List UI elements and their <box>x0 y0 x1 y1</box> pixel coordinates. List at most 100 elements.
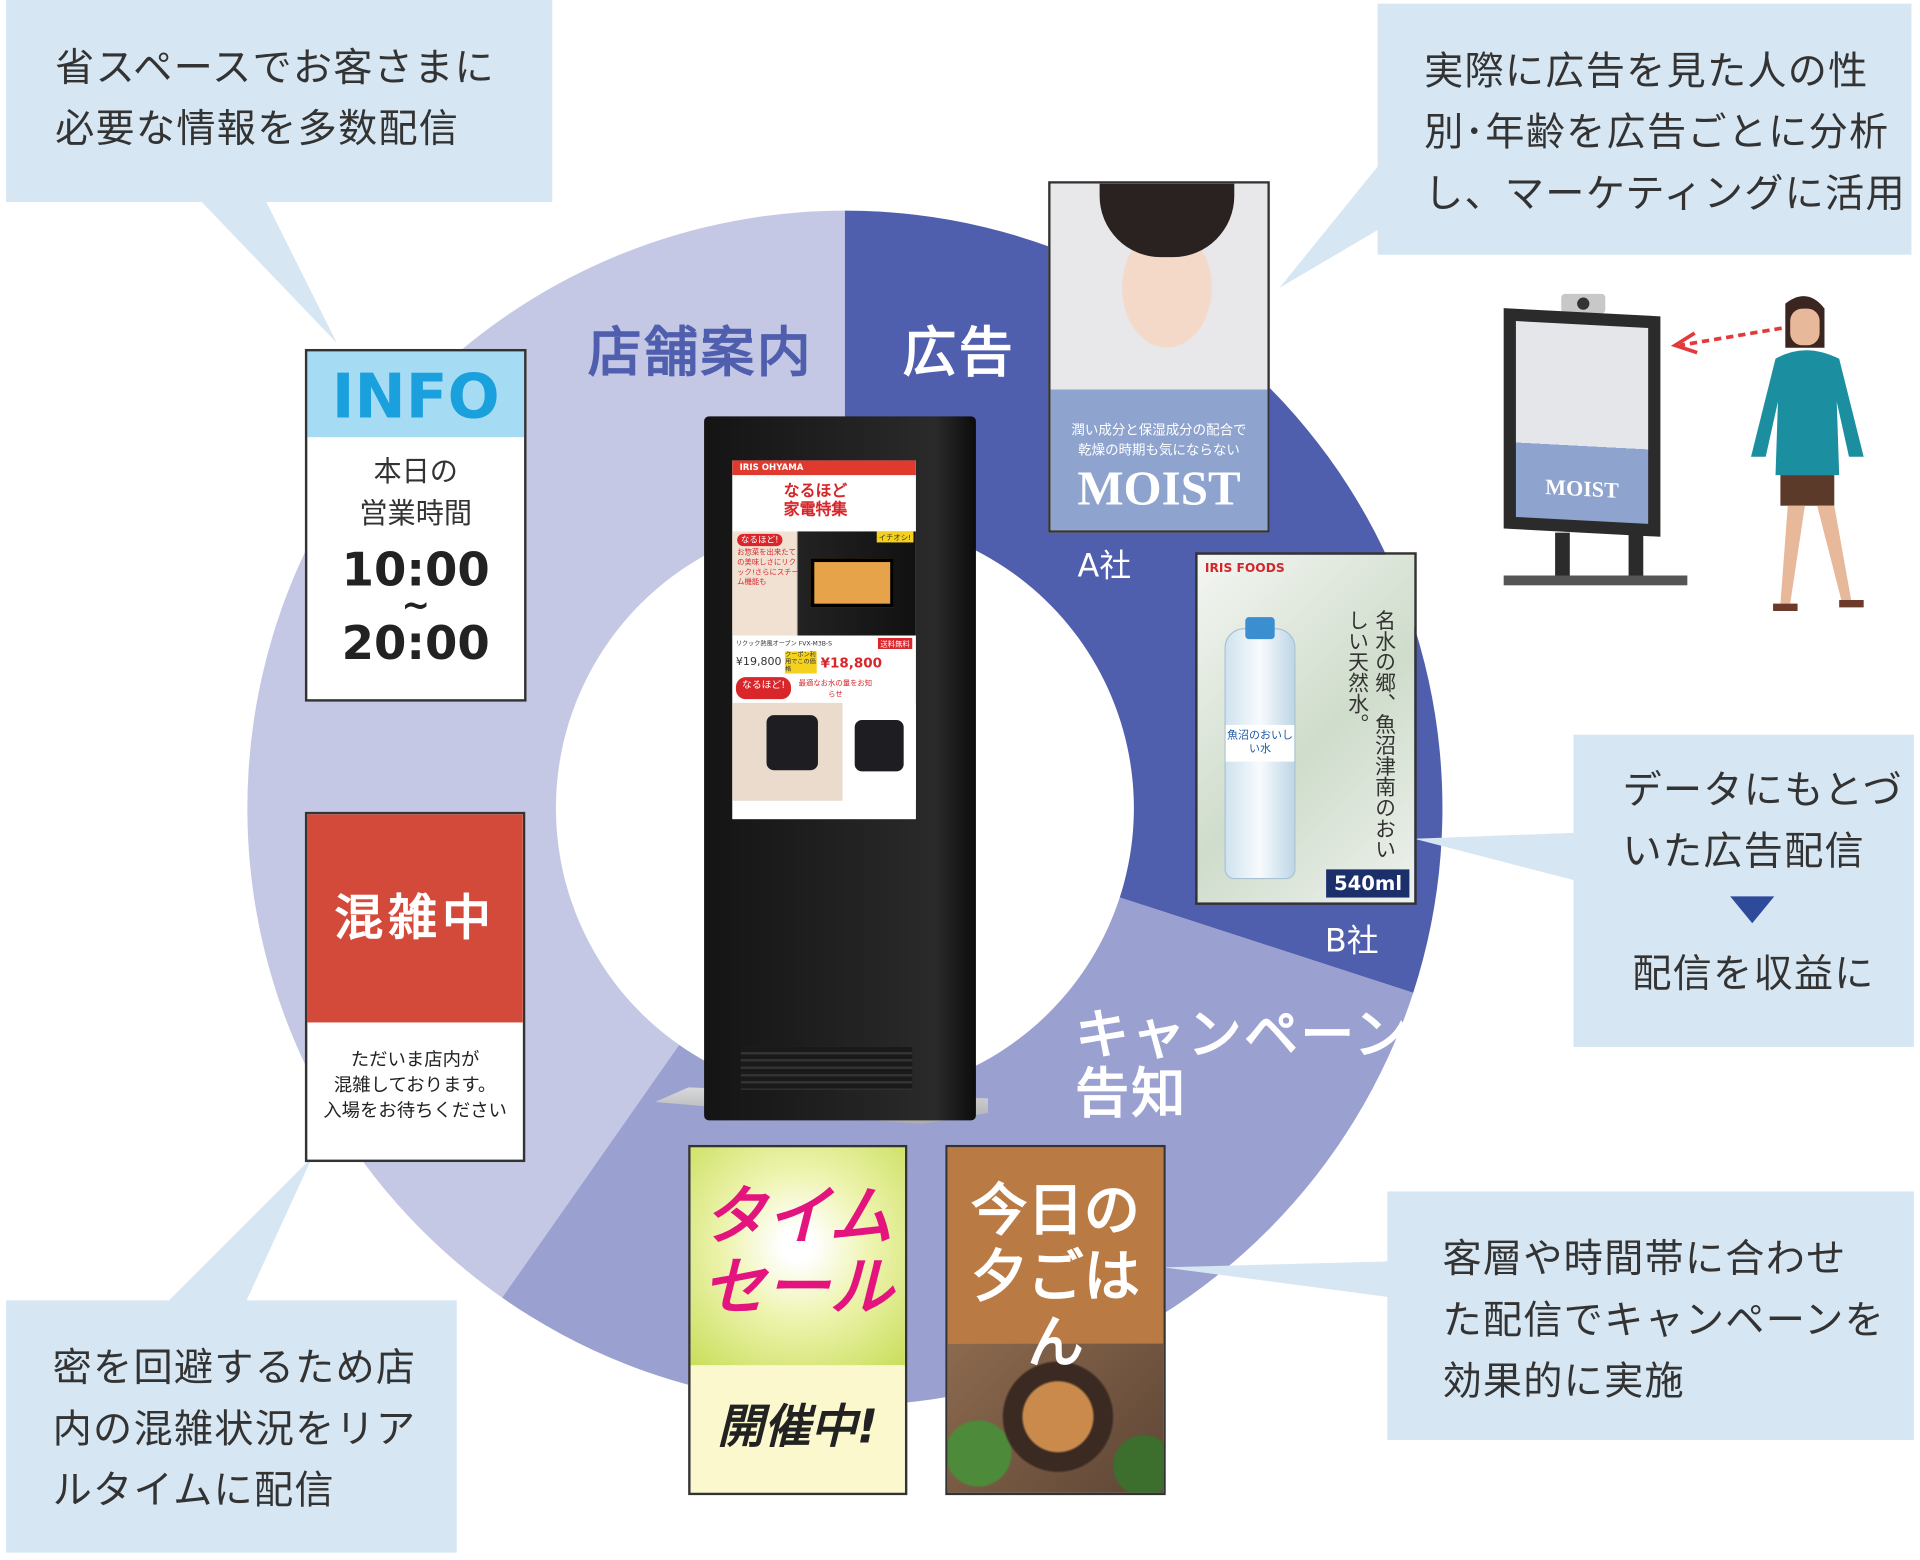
segment-label-store: 店舗案内 <box>587 322 814 385</box>
cooker-1 <box>766 715 818 771</box>
info-label: 本日の 営業時間 <box>307 452 524 535</box>
crowd-message: ただいま店内が 混雑しております。 入場をお待ちください <box>307 1047 523 1124</box>
callout-text: 実際に広告を見た人の性 <box>1424 47 1869 95</box>
screen-badge: なるほど! <box>737 533 783 547</box>
brand-moist: MOIST <box>1077 460 1241 516</box>
ad-b-card: IRIS FOODS 魚沼のおいしい水 名水の郷、魚沼津南のおいしい天然水。 5… <box>1195 552 1417 905</box>
close-time: 20:00 <box>341 615 490 670</box>
headline-line: なるほど <box>783 482 848 501</box>
ad-a-caption: 潤い成分と保湿成分の配合で 乾燥の時期も気にならない MOIST <box>1050 389 1268 531</box>
callout-text: た配信でキャンペーンを <box>1442 1296 1885 1344</box>
business-hours: 10:00 ~ 20:00 <box>307 542 524 670</box>
tail-top-right <box>1279 159 1384 288</box>
oven-window <box>810 558 894 608</box>
segment-label-campaign: キャンペーン 告知 <box>1075 1004 1411 1126</box>
camera-lens <box>1577 297 1590 310</box>
callout-text: し、マーケティングに活用 <box>1424 170 1906 217</box>
screen-headline: なるほど 家電特集 <box>732 475 916 519</box>
oven-photo: なるほど! お惣菜を出来たての美味しさにリクック!さらにスチーム機能も イチオシ… <box>732 531 916 636</box>
company-b-label: B社 <box>1324 923 1379 961</box>
time-sale-status: 開催中! <box>690 1365 905 1493</box>
company-a-label: A社 <box>1077 548 1132 586</box>
kiosk-vent <box>740 1046 913 1090</box>
screen-copy: お惣菜を出来たての美味しさにリクック!さらにスチーム機能も <box>737 548 799 587</box>
callout-text: 効果的に実施 <box>1442 1357 1685 1405</box>
price-sale: ¥18,800 <box>820 654 883 671</box>
mini-monitor: MOIST <box>1503 308 1661 537</box>
price-regular: ¥19,800 <box>735 656 782 669</box>
kiosk-body: IRIS OHYAMA なるほど 家電特集 なるほど! お惣菜を出来たての美味し… <box>704 416 976 1121</box>
person-illustration <box>1751 296 1864 612</box>
gaze-arrow-icon <box>1670 326 1782 355</box>
dinner-card: 今日の 夕ごはん <box>945 1144 1166 1496</box>
monitor-leg <box>1555 532 1570 582</box>
rice-cooker-photo <box>732 702 916 801</box>
tilde: ~ <box>401 585 431 626</box>
camera-icon <box>1561 293 1606 314</box>
callout-text: 配信を収益に <box>1632 950 1875 997</box>
info-card: INFO 本日の 営業時間 10:00 ~ 20:00 <box>304 348 527 702</box>
callout-text: 別･年齢を広告ごとに分析 <box>1424 108 1890 156</box>
ad-b-tagline: 名水の郷、魚沼津南のおいしい天然水。 <box>1343 609 1395 860</box>
down-triangle-icon <box>1730 896 1775 924</box>
crowd-line: ただいま店内が <box>350 1048 480 1071</box>
screen-prices: ¥19,800 クーポン利用でこの価格 ¥18,800 <box>732 651 916 674</box>
segment-label-ad: 広告 <box>902 322 1016 385</box>
crowd-line: 入場をお待ちください <box>323 1099 507 1122</box>
info-line: 本日の <box>373 456 458 489</box>
callout-text: データにもとづ <box>1622 766 1903 814</box>
callout-bottom-right: 客層や時間帯に合わせ た配信でキャンペーンを 効果的に実施 <box>1387 1191 1914 1441</box>
callout-text: いた広告配信 <box>1622 827 1865 875</box>
cooker-2 <box>854 720 904 772</box>
segment-label-line: キャンペーン <box>1075 1004 1411 1067</box>
ad-a-card: 潤い成分と保湿成分の配合で 乾燥の時期も気にならない MOIST <box>1048 181 1270 533</box>
monitor-stand <box>1503 575 1688 586</box>
free-shipping-badge: 送料無料 <box>877 637 913 649</box>
model-photo <box>1050 183 1268 390</box>
screen-row2: なるほど! 最適なお水の量をお知らせ <box>732 673 916 702</box>
dinner-photo <box>947 1343 1164 1493</box>
time-sale-title: タイム セール <box>690 1147 905 1366</box>
coupon-label: クーポン利用でこの価格 <box>785 651 818 674</box>
callout-right: データにもとづ いた広告配信 配信を収益に <box>1573 734 1914 1047</box>
water-bottle: 魚沼のおいしい水 <box>1224 617 1296 880</box>
callout-text: 密を回避するため店 <box>52 1344 417 1392</box>
crowd-line: 混雑しております。 <box>333 1073 497 1096</box>
caption-line: 潤い成分と保湿成分の配合で <box>1071 422 1247 439</box>
volume-badge: 540ml <box>1326 869 1410 898</box>
crowd-title: 混雑中 <box>307 814 523 1023</box>
time-sale-line: セール <box>702 1251 894 1325</box>
bottle-label: 魚沼のおいしい水 <box>1225 724 1295 762</box>
caption-line: 乾燥の時期も気にならない <box>1078 442 1240 458</box>
hair <box>1099 183 1235 258</box>
screen-product: リクック熱風オーブン FVX-M3B-S <box>735 640 833 648</box>
crowd-card: 混雑中 ただいま店内が 混雑しております。 入場をお待ちください <box>304 811 526 1163</box>
callout-text: 省スペースでお客さまに <box>55 44 495 91</box>
screen-brand: IRIS OHYAMA <box>732 460 916 476</box>
callout-text: 内の混雑状況をリア <box>52 1405 417 1453</box>
dinner-line: 夕ごはん <box>971 1242 1141 1376</box>
monitor-leg <box>1628 532 1644 582</box>
tail-bottom-right <box>1163 1261 1396 1298</box>
dinner-line: 今日の <box>971 1176 1141 1243</box>
headline-line: 家電特集 <box>783 500 848 520</box>
info-line: 営業時間 <box>359 498 473 531</box>
tail-right <box>1414 832 1580 882</box>
callout-text: 客層や時間帯に合わせ <box>1442 1235 1847 1283</box>
iris-foods-logo: IRIS FOODS <box>1204 562 1285 576</box>
mini-monitor-screen: MOIST <box>1515 321 1649 524</box>
callout-bottom-left: 密を回避するため店 内の混雑状況をリア ルタイムに配信 <box>6 1300 457 1553</box>
screen-pick: イチオシ! <box>876 531 914 543</box>
dinner-title: 今日の 夕ごはん <box>947 1147 1164 1375</box>
callout-top-right: 実際に広告を見た人の性 別･年齢を広告ごとに分析 し、マーケティングに活用 <box>1377 3 1912 255</box>
bottle-cap <box>1245 617 1275 640</box>
callout-text: 必要な情報を多数配信 <box>55 105 460 152</box>
segment-label-line: 告知 <box>1075 1062 1188 1126</box>
info-title: INFO <box>307 351 525 438</box>
kiosk-screen: IRIS OHYAMA なるほど 家電特集 なるほど! お惣菜を出来たての美味し… <box>732 460 916 820</box>
screen-copy2: 最適なお水の量をお知らせ <box>798 679 873 700</box>
open-time: 10:00 <box>341 542 490 597</box>
time-sale-line: タイム <box>702 1180 893 1254</box>
